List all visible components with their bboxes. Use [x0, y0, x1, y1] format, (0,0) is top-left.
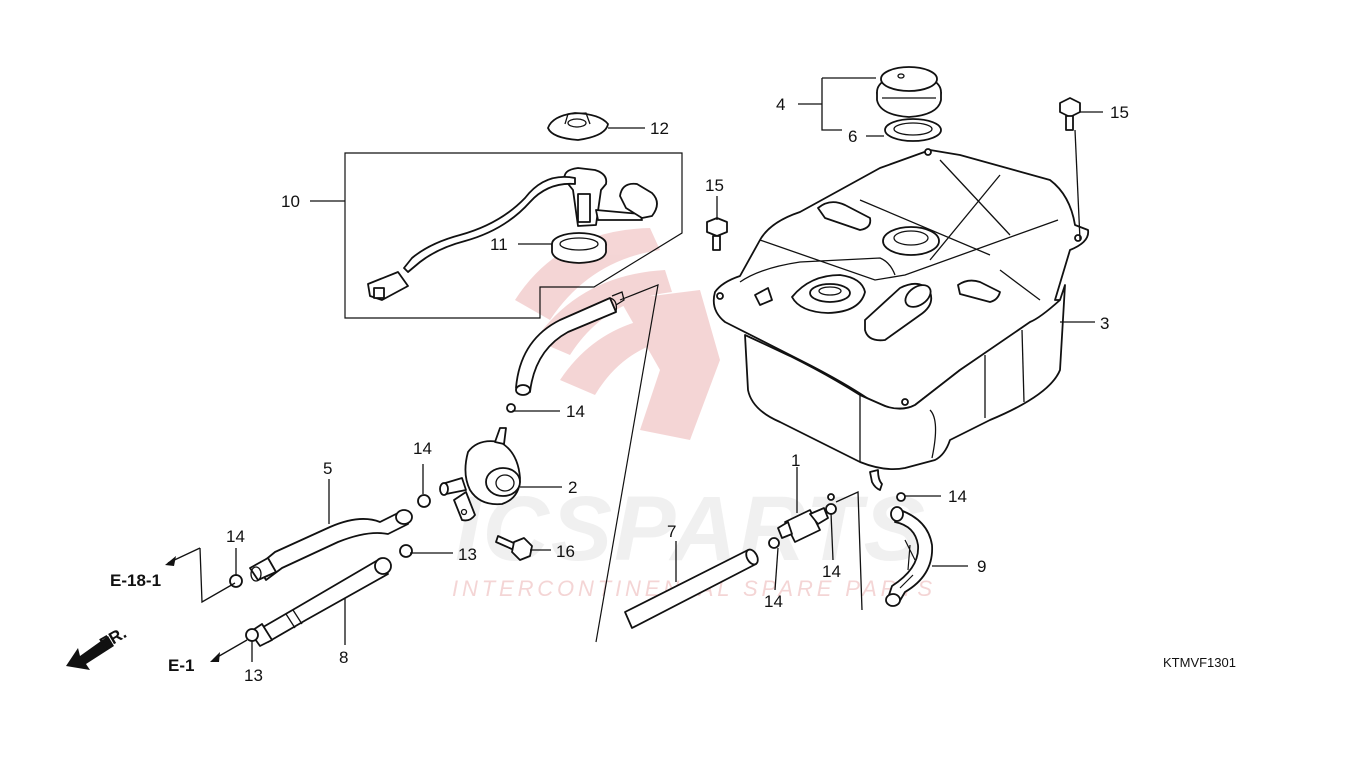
part-3-fuel-tank: [712, 148, 1090, 491]
part-9-hose: [885, 506, 933, 607]
callout-3: 3: [1100, 314, 1109, 333]
part-15-bolt-left: [706, 217, 728, 251]
callout-7: 7: [667, 522, 676, 541]
callout-5: 5: [323, 459, 332, 478]
callout-15b: 15: [705, 176, 724, 195]
callout-13b: 13: [244, 666, 263, 685]
callout-10: 10: [281, 192, 300, 211]
callout-1: 1: [791, 451, 800, 470]
reference-e1: E-1: [168, 656, 194, 675]
callout-14e: 14: [822, 562, 841, 581]
callout-8: 8: [339, 648, 348, 667]
callout-14c: 14: [226, 527, 245, 546]
callout-4: 4: [776, 95, 785, 114]
diagram-code: KTMVF1301: [1163, 655, 1236, 670]
part-5-fuel-tube: [249, 509, 413, 582]
part-11-packing: [551, 232, 607, 264]
callout-14d: 14: [948, 487, 967, 506]
callout-6: 6: [848, 127, 857, 146]
part-15-bolt-right: [1059, 97, 1081, 131]
callout-2: 2: [568, 478, 577, 497]
part-2-fuel-valve: [439, 427, 521, 522]
callout-15a: 15: [1110, 103, 1129, 122]
part-1-fuel-filter: [777, 507, 829, 543]
front-arrow-icon: [66, 636, 114, 670]
part-6-cap-packing: [884, 118, 942, 142]
callout-9: 9: [977, 557, 986, 576]
watermark-brand: ICSPARTS: [455, 478, 925, 580]
reference-e18-1: E-18-1: [110, 571, 161, 590]
callout-14a: 14: [566, 402, 585, 421]
part-10-fuel-pump-unit: [344, 152, 683, 319]
part-12-set-plate: [547, 112, 609, 141]
callout-13a: 13: [458, 545, 477, 564]
callout-14b: 14: [413, 439, 432, 458]
callout-11: 11: [490, 235, 508, 254]
part-upper-tube: [515, 291, 625, 396]
callout-14f: 14: [764, 592, 783, 611]
callout-12: 12: [650, 119, 669, 138]
part-16-bolt: [495, 535, 533, 561]
callout-16: 16: [556, 542, 575, 561]
leader-lines: [167, 77, 1103, 662]
clips: [229, 403, 906, 642]
part-4-filler-cap: [876, 66, 942, 118]
part-7-tube: [595, 284, 759, 643]
reference-arrows: [165, 556, 220, 662]
